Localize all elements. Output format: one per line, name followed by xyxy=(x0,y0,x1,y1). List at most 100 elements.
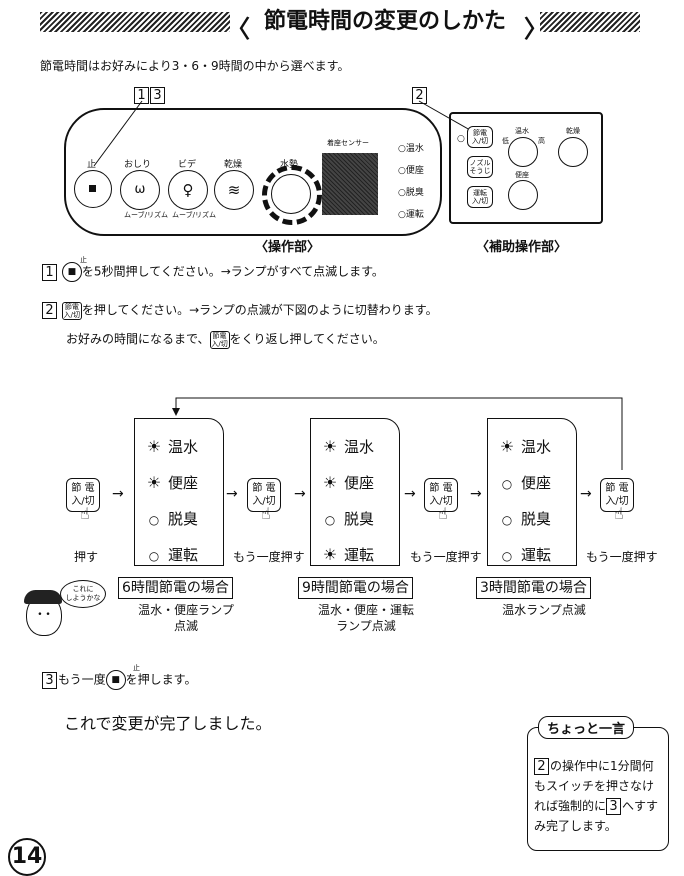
flow-arrow-2: → xyxy=(226,486,238,502)
mode-3-lamp-4: ○ 運転 xyxy=(493,544,551,565)
flow-arrow-5: → xyxy=(470,486,482,502)
off-lamp-icon: ○ xyxy=(148,549,160,563)
step-1-number: 1 xyxy=(42,263,57,281)
blinking-lamp-icon: ☀ xyxy=(499,437,515,456)
step-1: 1 ■を5秒間押してください。→ランプがすべて点滅します。 xyxy=(42,262,384,282)
aux-panel-caption: 〈補助操作部〉 xyxy=(476,240,568,255)
callout-3: 3 xyxy=(150,87,165,104)
step-2-number: 2 xyxy=(42,302,57,319)
aux-water-temp-dial[interactable] xyxy=(508,137,538,167)
callout-aux: 2 xyxy=(412,84,428,104)
mode-1-lamp-1: ☀ 温水 xyxy=(140,436,198,457)
mode-3-lamp-3: ○ 脱臭 xyxy=(493,508,551,529)
note-text-b: へすすみ完了します。 xyxy=(534,799,659,833)
push-label-4: もう一度押す xyxy=(586,550,658,564)
aux-power-save-button[interactable]: 節電 入/切 xyxy=(467,126,493,148)
flow-power-save-key-1: 節 電 入/切 xyxy=(66,478,100,512)
title-stripe-right xyxy=(540,12,640,32)
step-2-text: を押してください。→ランプの点滅が下図のように切替わります。 xyxy=(81,303,438,317)
title-bar: 節電時間の変更のしかた 〈 〉 xyxy=(40,6,640,43)
dry-label: 乾燥 xyxy=(224,160,243,170)
aux-dial-water-label: 温水 xyxy=(515,127,529,135)
bidet-button[interactable]: ♀ xyxy=(168,170,208,210)
lamp-seat: ○便座 xyxy=(398,166,424,176)
push-label-1: 押す xyxy=(74,550,99,564)
main-control-panel xyxy=(64,108,442,236)
flow-power-save-key-2: 節 電 入/切 xyxy=(247,478,281,512)
oshiri-icon: ω xyxy=(134,182,146,197)
mode-2-lamp-2: ☀ 便座 xyxy=(316,472,374,493)
lamp-name: 脱臭 xyxy=(168,510,199,528)
oshiri-button[interactable]: ω xyxy=(120,170,160,210)
stop-button-icon: ■ xyxy=(61,262,82,282)
lamp-name: 温水 xyxy=(168,438,199,456)
mode-3-lamp-2: ○便座 xyxy=(493,472,551,493)
hand-pointer-icon-3: ☝ xyxy=(438,504,448,523)
mode-lamp-box-2 xyxy=(310,418,400,566)
note-text-a: の操作中に1分間何もスイッチを押さなければ強制的に xyxy=(534,759,655,813)
title-bracket-right: 〉 xyxy=(524,15,548,43)
main-lamp-list: ○温水 ○便座 ○脱臭 ○運転 xyxy=(398,138,424,226)
page-number: 14 xyxy=(8,838,46,876)
flow-power-save-key-3: 節 電 入/切 xyxy=(424,478,458,512)
step-3-text-b: を押します。 xyxy=(125,672,197,687)
callout-1: 1 xyxy=(134,87,149,104)
water-dial-knob xyxy=(271,174,311,214)
blinking-lamp-icon: ☀ xyxy=(322,545,338,564)
water-pressure-dial[interactable] xyxy=(262,165,322,225)
bidet-icon: ♀ xyxy=(182,181,194,199)
mode-desc-2: 温水・便座・運転 ランプ点滅 xyxy=(317,603,414,633)
bidet-sub-label: ムーブ/リズム xyxy=(172,211,216,219)
page-title: 節電時間の変更のしかた xyxy=(230,6,540,38)
stop-button[interactable] xyxy=(74,170,112,208)
step-2-line2-b: をくり返し押してください。 xyxy=(229,332,385,346)
off-lamp-icon: ○ xyxy=(324,513,336,527)
flow-power-save-key-4: 節 電 入/切 xyxy=(600,478,634,512)
blinking-lamp-icon: ☀ xyxy=(322,473,338,492)
mode-desc-1: 温水・便座ランプ 点滅 xyxy=(138,603,234,633)
aux-dial-dry-label: 乾燥 xyxy=(566,127,580,135)
off-lamp-icon: ○ xyxy=(501,549,513,563)
complete-message: これで変更が完了しました。 xyxy=(64,714,272,733)
lamp-warm-water: ○温水 xyxy=(398,144,424,154)
dry-button[interactable]: ≋ xyxy=(214,170,254,210)
note-number-2: 2 xyxy=(534,758,549,775)
lamp-name: 運転 xyxy=(344,546,375,564)
title-bracket-left: 〈 xyxy=(226,15,250,43)
mode-1-lamp-4: ○運転 xyxy=(140,544,198,565)
step-3-text-a: もう一度 xyxy=(58,672,106,687)
mode-2-lamp-3: ○脱臭 xyxy=(316,508,374,529)
mode-1-lamp-2: ☀便座 xyxy=(140,472,198,493)
aux-seat-temp-dial[interactable] xyxy=(508,180,538,210)
speech-bubble: これに しようかな xyxy=(60,580,106,608)
aux-nozzle-clean-button[interactable]: ノズル そうじ xyxy=(467,156,493,178)
push-label-3: もう一度押す xyxy=(410,550,482,564)
aux-dry-temp-dial[interactable] xyxy=(558,137,588,167)
oshiri-label: おしり xyxy=(124,160,152,170)
lamp-name: 便座 xyxy=(168,474,199,492)
lamp-name: 脱臭 xyxy=(521,510,552,528)
mode-desc-3: 温水ランプ点滅 xyxy=(502,603,586,617)
aux-mark-low: 低 xyxy=(502,137,509,145)
hand-pointer-icon-2: ☝ xyxy=(261,504,271,523)
aux-run-button[interactable]: 運転 入/切 xyxy=(467,186,493,208)
dry-icon: ≋ xyxy=(227,181,241,199)
lamp-name: 温水 xyxy=(521,438,552,456)
title-stripe-left xyxy=(40,12,230,32)
step-2: 2 節電 入/切を押してください。→ランプの点滅が下図のように切替わります。 xyxy=(42,301,438,320)
mode-lamp-box-1 xyxy=(134,418,224,566)
seat-sensor-window xyxy=(322,153,378,215)
mode-title-2: 9時間節電の場合 xyxy=(298,577,413,599)
off-lamp-icon: ○ xyxy=(501,513,513,527)
step-3-icon-label: 止 xyxy=(133,664,140,672)
aux-dial-seat-label: 便座 xyxy=(515,171,529,179)
mode-3-lamp-1: ☀ 温水 xyxy=(493,436,551,457)
lamp-name: 便座 xyxy=(344,474,375,492)
lamp-name: 運転 xyxy=(521,546,552,564)
blinking-lamp-icon: ☀ xyxy=(146,437,162,456)
lamp-name: 便座 xyxy=(521,474,552,492)
aux-mark-high: 高 xyxy=(538,137,545,145)
lamp-deodorize: ○脱臭 xyxy=(398,188,424,198)
